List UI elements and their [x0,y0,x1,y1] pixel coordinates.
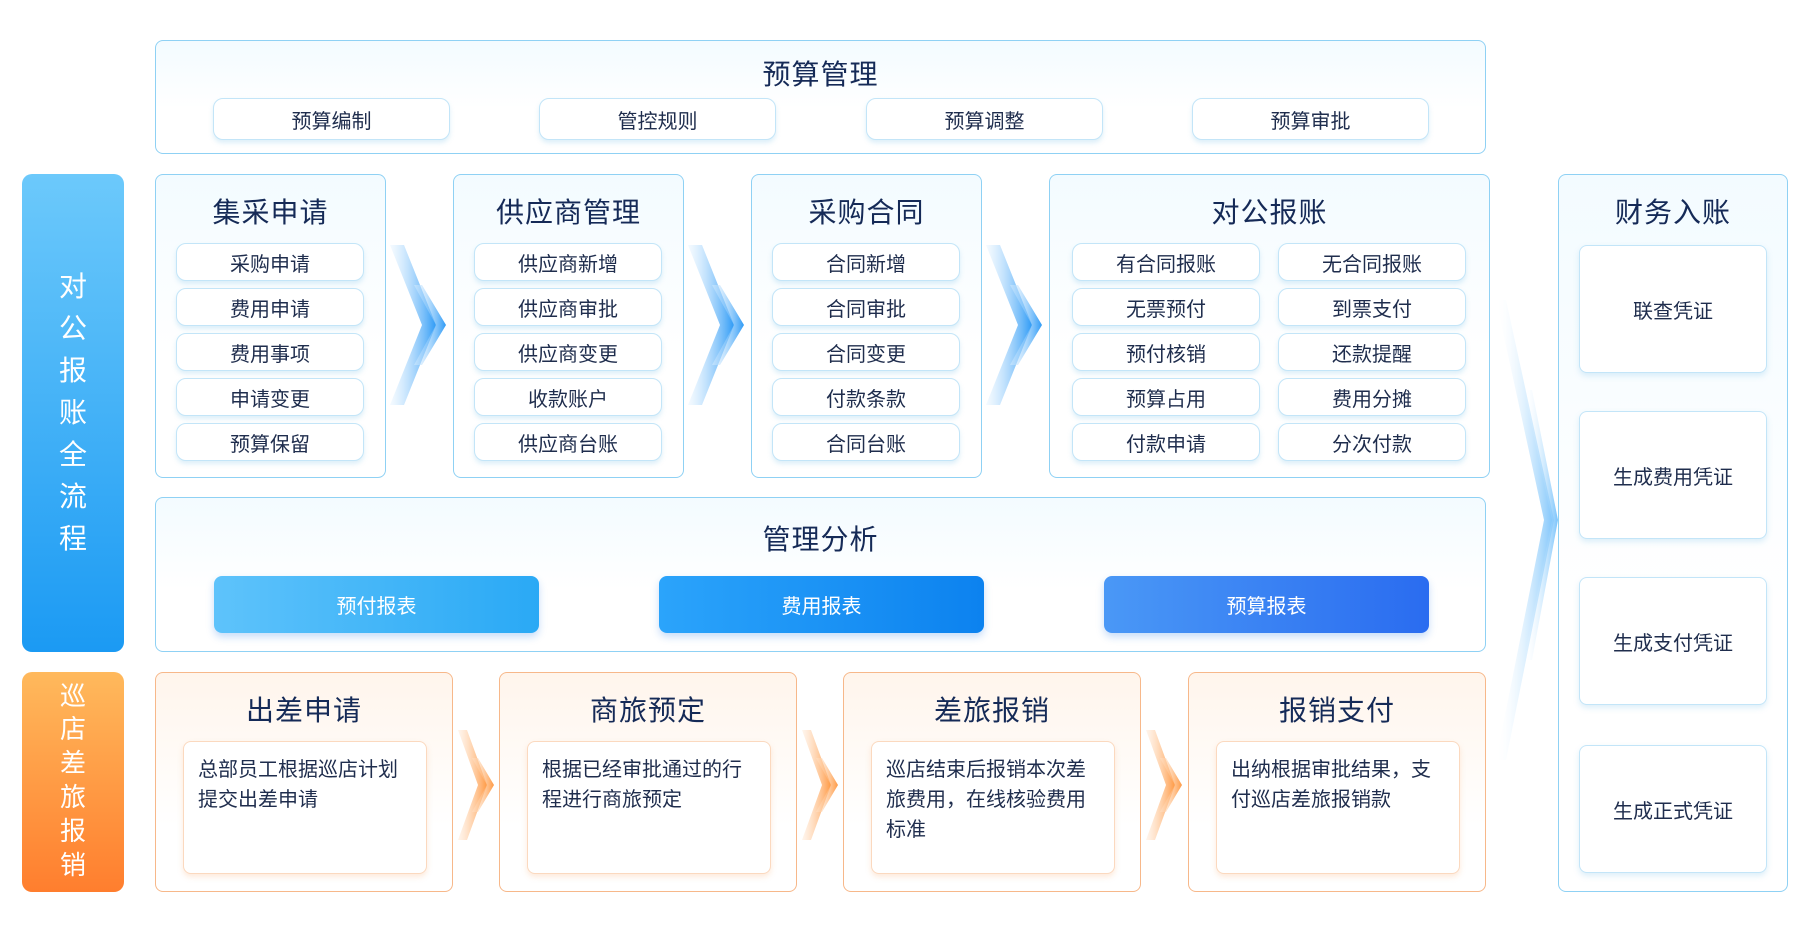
flow-title: 采购合同 [808,196,925,229]
reimburse-item: 到票支付 [1278,288,1466,326]
finance-panel: 财务入账 联查凭证 生成费用凭证 生成支付凭证 生成正式凭证 [1558,174,1788,892]
reimburse-title: 对公报账 [1211,196,1328,229]
side-label-main-text: 对公报账全流程 [58,270,87,555]
flow-item: 费用申请 [176,288,364,326]
flow-item: 合同审批 [772,288,960,326]
flow-item: 合同台账 [772,423,960,461]
travel-title: 商旅预定 [589,694,706,727]
reimburse-item: 有合同报账 [1072,243,1260,281]
flow-item: 合同变更 [772,333,960,371]
flow-title: 集采申请 [212,196,329,229]
travel-panel-booking: 商旅预定 根据已经审批通过的行程进行商旅预定 [499,672,797,892]
report-budget: 预算报表 [1104,576,1429,633]
finance-item: 生成费用凭证 [1579,411,1767,539]
flow-item: 收款账户 [474,378,662,416]
side-label-travel: 巡店差旅报销 [22,672,124,892]
flow-item: 申请变更 [176,378,364,416]
travel-arrow-3 [1146,730,1182,840]
reimburse-item: 预算占用 [1072,378,1260,416]
finance-item: 生成正式凭证 [1579,745,1767,873]
flow-item: 供应商新增 [474,243,662,281]
budget-item: 管控规则 [539,98,776,140]
flow-title: 供应商管理 [495,196,641,229]
budget-item: 预算调整 [866,98,1103,140]
report-prepay: 预付报表 [214,576,539,633]
reimburse-item: 分次付款 [1278,423,1466,461]
flow-item: 采购申请 [176,243,364,281]
budget-item: 预算编制 [213,98,450,140]
travel-panel-trip-request: 出差申请 总部员工根据巡店计划提交出差申请 [155,672,453,892]
travel-desc: 出纳根据审批结果，支付巡店差旅报销款 [1216,741,1460,874]
travel-arrow-1 [458,730,494,840]
reimburse-item: 无票预付 [1072,288,1260,326]
reimburse-item: 付款申请 [1072,423,1260,461]
reimburse-item: 无合同报账 [1278,243,1466,281]
finance-item: 生成支付凭证 [1579,577,1767,705]
travel-panel-reimbursement: 差旅报销 巡店结束后报销本次差旅费用，在线核验费用标准 [843,672,1141,892]
flow-item: 供应商审批 [474,288,662,326]
flow-item: 供应商台账 [474,423,662,461]
flow-arrow-to-finance [1496,300,1558,760]
side-label-travel-text: 巡店差旅报销 [59,681,86,881]
analysis-panel: 管理分析 预付报表 费用报表 预算报表 [155,497,1486,652]
reimburse-item: 费用分摊 [1278,378,1466,416]
side-label-main-flow: 对公报账全流程 [22,174,124,652]
finance-item: 联查凭证 [1579,245,1767,373]
finance-title: 财务入账 [1614,196,1731,229]
travel-desc: 总部员工根据巡店计划提交出差申请 [183,741,427,874]
flow-arrow-1 [390,245,446,405]
flow-item: 费用事项 [176,333,364,371]
reimburse-item: 预付核销 [1072,333,1260,371]
flow-panel-procurement-request: 集采申请 采购申请 费用申请 费用事项 申请变更 预算保留 [155,174,386,478]
travel-title: 出差申请 [245,694,362,727]
flow-panel-supplier-management: 供应商管理 供应商新增 供应商审批 供应商变更 收款账户 供应商台账 [453,174,684,478]
report-expense: 费用报表 [659,576,984,633]
flow-arrow-3 [986,245,1042,405]
flow-item: 供应商变更 [474,333,662,371]
travel-title: 报销支付 [1278,694,1395,727]
analysis-title: 管理分析 [762,523,879,556]
flow-item: 预算保留 [176,423,364,461]
travel-arrow-2 [802,730,838,840]
travel-title: 差旅报销 [933,694,1050,727]
flow-panel-corporate-reimbursement: 对公报账 有合同报账 无票预付 预付核销 预算占用 付款申请 无合同报账 到票支… [1049,174,1490,478]
budget-title: 预算管理 [762,58,879,91]
flow-item: 付款条款 [772,378,960,416]
flow-panel-purchase-contract: 采购合同 合同新增 合同审批 合同变更 付款条款 合同台账 [751,174,982,478]
budget-panel: 预算管理 预算编制 管控规则 预算调整 预算审批 [155,40,1486,154]
travel-desc: 根据已经审批通过的行程进行商旅预定 [527,741,771,874]
travel-desc: 巡店结束后报销本次差旅费用，在线核验费用标准 [871,741,1115,874]
flow-item: 合同新增 [772,243,960,281]
reimburse-item: 还款提醒 [1278,333,1466,371]
travel-panel-payment: 报销支付 出纳根据审批结果，支付巡店差旅报销款 [1188,672,1486,892]
flow-arrow-2 [688,245,744,405]
budget-item: 预算审批 [1192,98,1429,140]
